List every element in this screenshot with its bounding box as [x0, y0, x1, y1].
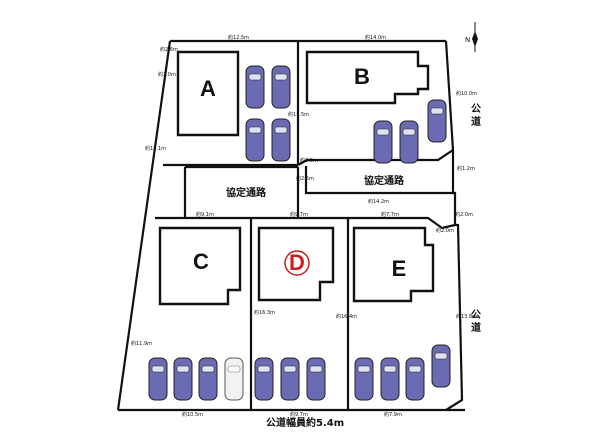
dim-c-bottom: 約10.5m — [182, 411, 203, 418]
building-e: E — [352, 226, 435, 303]
dim-a-right: 約11.5m — [288, 111, 309, 118]
dim-d-top: 約9.7m — [290, 211, 308, 218]
car-icon — [148, 357, 168, 401]
car-windows — [151, 73, 448, 373]
compass-north-label: N — [465, 36, 470, 44]
dim-e-corner: 約2.0m — [436, 227, 454, 234]
car-icon — [431, 344, 451, 388]
car-icon — [405, 357, 425, 401]
car-icon — [224, 357, 244, 401]
car-icon — [245, 118, 265, 162]
building-b: B — [305, 50, 430, 105]
private-road-label-right: 協定通路 — [364, 174, 405, 187]
car-icon — [306, 357, 326, 401]
dim-left-a2: 約2.0m — [158, 71, 176, 78]
dim-top-left: 約12.5m — [228, 34, 249, 41]
public-road-label-east-bottom: 公道 — [471, 309, 481, 334]
public-road-label-south: 公道幅員約5.4m — [266, 416, 344, 429]
car-icon — [198, 357, 218, 401]
highlight-circle — [284, 250, 310, 276]
private-road-label-left: 協定通路 — [226, 186, 267, 199]
car-icon — [173, 357, 193, 401]
lot-label-d: D — [289, 250, 305, 275]
lot-label-e: E — [392, 256, 407, 281]
dim-east-gap: 約2.0m — [455, 211, 473, 218]
dim-left-a1: 約2.6m — [160, 46, 178, 53]
lot-boundaries — [116, 39, 465, 412]
dim-private-road-width: 約2.5m — [296, 175, 314, 182]
car-icon — [254, 357, 274, 401]
building-a: A — [176, 50, 240, 137]
lot-label-c: C — [193, 249, 209, 274]
building-c: C — [158, 226, 242, 306]
car-icon — [245, 65, 265, 109]
dim-e-top: 約7.7m — [381, 211, 399, 218]
lot-label-b: B — [354, 64, 370, 89]
dim-e-east: 約13.8m — [456, 313, 477, 320]
building-d: D — [257, 226, 335, 302]
dim-top-right: 約14.0m — [365, 34, 386, 41]
dim-private-road-length: 約14.2m — [368, 198, 389, 205]
lot-label-a: A — [200, 76, 216, 101]
dim-c-top: 約9.1m — [196, 211, 214, 218]
car-icon — [271, 65, 291, 109]
dim-a-corner: 約2.0m — [300, 157, 318, 164]
dim-d-right: 約16.4m — [336, 313, 357, 320]
car-icon — [380, 357, 400, 401]
car-icon — [373, 120, 393, 164]
dim-left-mid: 約12.1m — [145, 145, 166, 152]
dim-east-small: 約1.2m — [457, 165, 475, 172]
dim-e-bottom: 約7.9m — [384, 411, 402, 418]
public-road-label-east-top: 公道 — [471, 103, 481, 128]
car-icon — [354, 357, 374, 401]
car-icon — [280, 357, 300, 401]
car-icon — [271, 118, 291, 162]
car-icon — [399, 120, 419, 164]
dim-b-east: 約10.0m — [456, 90, 477, 97]
dim-d-left: 約16.3m — [254, 309, 275, 316]
dim-d-bottom: 約9.7m — [290, 411, 308, 418]
car-icon — [427, 99, 447, 143]
dim-left-bottom: 約11.9m — [131, 340, 152, 347]
dimension-labels: 約12.5m 約14.0m 約2.6m 約2.0m 約12.1m 約11.9m … — [131, 34, 477, 418]
north-compass-icon: N — [465, 22, 478, 52]
